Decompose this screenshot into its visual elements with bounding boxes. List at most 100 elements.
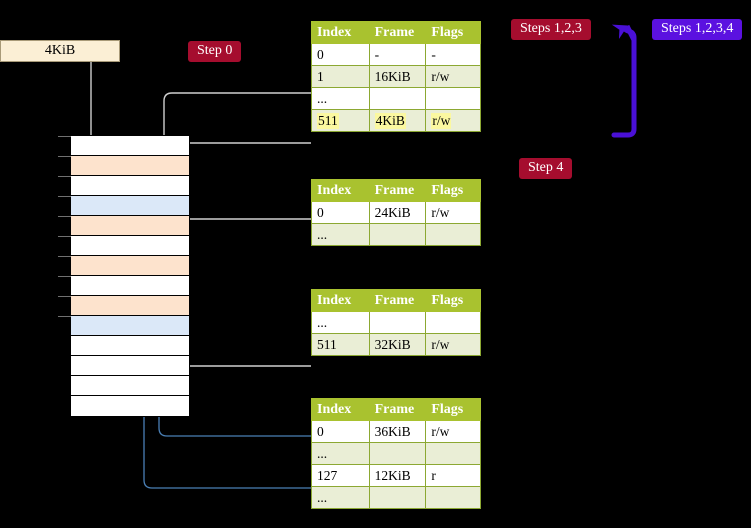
cell-index: 0 (311, 201, 370, 224)
cell-frame: 24KiB (368, 201, 427, 224)
memory-block (71, 196, 189, 216)
cell-frame: - (368, 43, 427, 66)
memory-block (71, 256, 189, 276)
cell-index: ... (311, 311, 370, 334)
cell-flags: r (425, 464, 481, 487)
memory-tick (58, 136, 71, 137)
memory-tick (58, 316, 71, 317)
memory-block (71, 136, 189, 156)
column-header-index: Index (311, 179, 370, 202)
memory-size-label: 4KiB (0, 40, 120, 62)
cell-frame (368, 87, 427, 110)
column-header-flags: Flags (425, 289, 481, 312)
cell-index: ... (311, 87, 370, 110)
column-header-index: Index (311, 398, 370, 421)
memory-tick (58, 196, 71, 197)
memory-tick (58, 176, 71, 177)
cell-flags (425, 223, 481, 246)
memory-tick (58, 256, 71, 257)
table-row: ... (311, 87, 481, 110)
table-row: 511 4KiB r/w (311, 109, 481, 132)
column-header-flags: Flags (425, 398, 481, 421)
cell-flags: r/w (425, 333, 481, 356)
memory-block (71, 156, 189, 176)
cell-index: ... (311, 223, 370, 246)
badge-step-4: Step 4 (519, 158, 573, 179)
cell-flags: - (425, 43, 481, 66)
memory-tick (58, 276, 71, 277)
memory-block (71, 296, 189, 316)
column-header-index: Index (311, 21, 370, 44)
table-row: ... (311, 223, 481, 246)
wire-pd-to-memory (172, 317, 311, 367)
column-header-frame: Frame (368, 289, 427, 312)
cell-flags (425, 442, 481, 465)
cell-frame: 36KiB (368, 420, 427, 443)
cell-flags: r/w (425, 420, 481, 443)
cell-flags: r/w (425, 109, 481, 132)
memory-tick (58, 236, 71, 237)
table-row: ... (311, 486, 481, 509)
cell-index: 0 (311, 43, 370, 66)
cell-index: 1 (311, 65, 370, 88)
memory-block (71, 396, 189, 416)
cell-frame: 4KiB (368, 109, 427, 132)
memory-block (71, 356, 189, 376)
memory-tick (58, 296, 71, 297)
table-row: ... (311, 311, 481, 334)
cell-frame (368, 223, 427, 246)
memory-block (71, 216, 189, 236)
memory-block (71, 336, 189, 356)
highlighted-value: r/w (431, 112, 452, 129)
memory-tick (58, 156, 71, 157)
cell-index: ... (311, 442, 370, 465)
cell-frame: 16KiB (368, 65, 427, 88)
cell-flags (425, 486, 481, 509)
cell-flags (425, 311, 481, 334)
highlighted-value: 511 (317, 112, 339, 129)
cell-flags: r/w (425, 65, 481, 88)
wire-pdpt-to-memory (179, 218, 311, 260)
memory-tick (58, 216, 71, 217)
column-header-flags: Flags (425, 21, 481, 44)
cell-frame: 32KiB (368, 333, 427, 356)
memory-block (71, 316, 189, 336)
column-header-frame: Frame (368, 179, 427, 202)
purple-loop-arrow (611, 24, 637, 138)
cell-index: 511 (311, 109, 370, 132)
physical-memory-column (70, 135, 190, 417)
table-row: 0-- (311, 43, 481, 66)
badge-step-0: Step 0 (188, 41, 242, 62)
cell-frame: 12KiB (368, 464, 427, 487)
memory-block (71, 376, 189, 396)
cell-frame (368, 311, 427, 334)
wire-pml4-511-to-memory (177, 142, 311, 155)
badge-steps-123: Steps 1,2,3 (511, 19, 591, 40)
cell-index: ... (311, 486, 370, 509)
column-header-frame: Frame (368, 21, 427, 44)
cell-flags: r/w (425, 201, 481, 224)
memory-block (71, 176, 189, 196)
cell-frame (368, 442, 427, 465)
column-header-frame: Frame (368, 398, 427, 421)
cell-index: 0 (311, 420, 370, 443)
column-header-index: Index (311, 289, 370, 312)
column-header-flags: Flags (425, 179, 481, 202)
memory-block (71, 276, 189, 296)
table-row: ... (311, 442, 481, 465)
highlighted-value: 4KiB (374, 112, 406, 129)
badge-steps-1234: Steps 1,2,3,4 (652, 19, 743, 40)
cell-frame (368, 486, 427, 509)
cell-index: 127 (311, 464, 370, 487)
cell-index: 511 (311, 333, 370, 356)
